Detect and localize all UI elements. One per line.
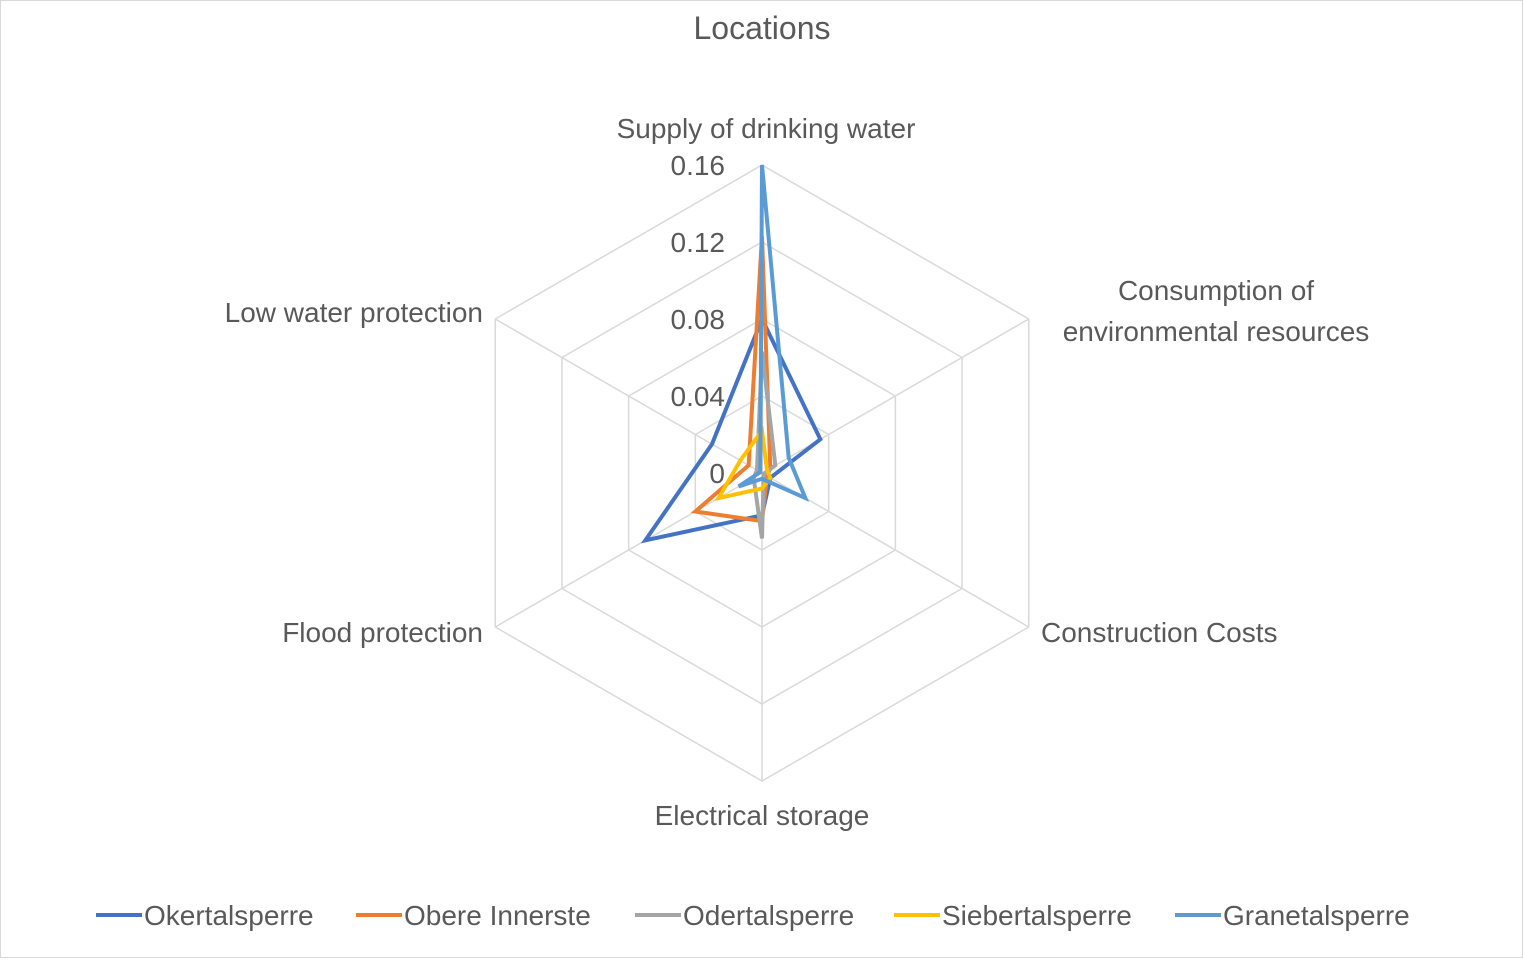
series-line-3 [714, 425, 773, 501]
axis-label-4: Flood protection [282, 617, 483, 648]
legend-label-0: Okertalsperre [144, 900, 314, 931]
axis-label-2: Construction Costs [1041, 617, 1278, 648]
axis-label-1: Consumption of environmental resources [1063, 275, 1370, 347]
series-line-2 [751, 351, 778, 539]
legend: Okertalsperre Obere Innerste Odertalsperre… [96, 900, 1410, 931]
grid-spoke-1 [761, 318, 1030, 474]
tick-label-2: 0.08 [671, 304, 726, 335]
series-line-4 [737, 164, 810, 502]
axis-label-5: Low water protection [225, 297, 483, 328]
tick-labels: 0 0.04 0.08 0.12 0.16 [671, 150, 726, 489]
axis-label-line: environmental resources [1063, 316, 1370, 347]
tick-label-1: 0.04 [671, 381, 726, 412]
legend-label-4: Granetalsperre [1223, 900, 1410, 931]
chart-title: Locations [694, 10, 831, 46]
axis-label-0: Supply of drinking water [617, 113, 916, 144]
tick-label-4: 0.16 [671, 150, 726, 181]
tick-label-3: 0.12 [671, 227, 726, 258]
axis-label-line: Electrical storage [655, 800, 870, 831]
tick-label-0: 0 [709, 458, 725, 489]
grid-spoke-5 [494, 318, 763, 474]
legend-label-2: Odertalsperre [683, 900, 854, 931]
series-line-0 [640, 314, 823, 544]
axis-label-line: Flood protection [282, 617, 483, 648]
axis-label-line: Low water protection [225, 297, 483, 328]
axis-label-line: Supply of drinking water [617, 113, 916, 144]
axis-label-3: Electrical storage [655, 800, 870, 831]
series-lines [640, 164, 823, 544]
axis-label-line: Consumption of [1118, 275, 1314, 306]
legend-label-1: Obere Innerste [404, 900, 591, 931]
axis-label-line: Construction Costs [1041, 617, 1278, 648]
legend-label-3: Siebertalsperre [942, 900, 1132, 931]
